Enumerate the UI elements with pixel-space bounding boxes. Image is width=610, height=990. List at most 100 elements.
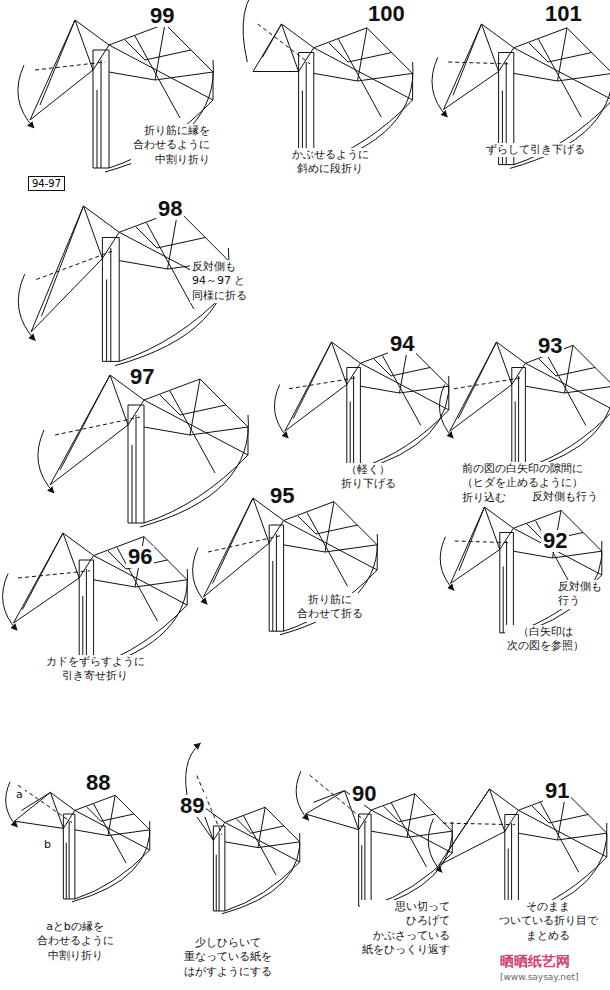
fold-figure (186, 743, 300, 914)
fold-line (66, 843, 67, 899)
fold-line (36, 250, 115, 279)
fold-figure (243, 0, 413, 168)
fold-line (119, 261, 167, 269)
fold-line (459, 507, 485, 571)
fold-figure (432, 24, 610, 168)
fold-line (506, 541, 507, 633)
fold-line (350, 402, 351, 468)
step-instruction: かぶせるように 斜めに段折り (290, 148, 371, 177)
fold-line (102, 238, 119, 362)
step-instruction: 折り筋に 合わせて折る (295, 593, 365, 622)
fold-line (314, 48, 413, 100)
fold-line (18, 571, 90, 578)
fold-line (225, 822, 300, 862)
edge-letter: a (14, 788, 25, 802)
fold-line (225, 842, 258, 848)
fold-line (285, 342, 361, 431)
step-number: 96 (126, 546, 154, 568)
fold-line (18, 785, 72, 822)
fold-line (525, 345, 610, 467)
fold-line (284, 502, 378, 632)
fold-line (444, 24, 514, 110)
fold-line (23, 533, 64, 610)
fold-line (371, 810, 452, 853)
fold-line (55, 417, 140, 435)
fold-line (532, 806, 588, 823)
fold-arrow (439, 385, 453, 439)
fold-line (94, 580, 135, 587)
fold-line (94, 537, 188, 667)
fold-line (490, 789, 505, 832)
step-instruction: 少しひらいて 重なっている紙を はがすようにする (182, 936, 274, 979)
fold-figure (38, 375, 248, 527)
fold-arrow (243, 0, 262, 62)
fold-line (276, 534, 277, 631)
fold-line (84, 206, 103, 259)
fold-line (132, 445, 133, 523)
fold-line (101, 60, 102, 168)
fold-figure (296, 771, 452, 909)
fold-arrow (440, 537, 454, 591)
fold-line (219, 833, 220, 911)
fold-line (347, 368, 361, 468)
fold-line (497, 342, 512, 385)
step-number: 99 (148, 5, 176, 27)
fold-line (485, 507, 500, 550)
fold-arrow (38, 430, 54, 493)
fold-line (144, 400, 248, 455)
fold-line (518, 376, 519, 468)
step-instruction: ずらして引き下げる (484, 143, 587, 157)
step-number: 100 (366, 3, 407, 25)
fold-line (40, 20, 75, 105)
fold-line (22, 792, 51, 810)
step-instruction: （白矢印は 次の図を参照） (505, 625, 586, 654)
fold-line (293, 342, 331, 419)
fold-line (513, 528, 601, 575)
fold-arrow (18, 274, 35, 340)
fold-line (63, 814, 75, 899)
fold-line (482, 24, 499, 72)
fold-line (136, 227, 205, 248)
fold-line (147, 223, 194, 309)
fold-arrow (296, 771, 309, 820)
step-range: 94-97 (32, 178, 61, 189)
fold-line (69, 821, 70, 899)
fold-line (109, 45, 213, 100)
fold-line (518, 833, 557, 840)
fold-arrow (3, 574, 17, 631)
step-range-box: 94-97 (28, 176, 65, 191)
fold-line (539, 359, 595, 376)
fold-line (144, 379, 248, 523)
fold-line (513, 510, 601, 632)
fold-line (289, 378, 357, 389)
fold-figure (6, 782, 150, 902)
fold-figure (439, 342, 610, 471)
fold-line (374, 359, 430, 376)
fold-line (454, 378, 522, 389)
fold-line (75, 20, 93, 70)
fold-arrow (428, 819, 442, 873)
watermark: 晒晒纸艺网 (498, 952, 572, 970)
step-instruction: 折り筋に縁を 合わせるように 中割り折り (131, 124, 212, 167)
fold-line (518, 810, 606, 857)
fold-line (97, 90, 98, 168)
fold-line (213, 498, 254, 584)
fold-line (384, 806, 435, 822)
fold-line (14, 533, 94, 623)
fold-line (361, 845, 362, 906)
fold-line (269, 525, 283, 631)
fold-line (500, 533, 514, 633)
step-number: 88 (84, 772, 112, 794)
fold-line (448, 62, 510, 64)
fold-line (75, 830, 108, 836)
fold-line (329, 43, 392, 62)
fold-line (75, 810, 150, 850)
fold-line (75, 795, 150, 899)
step-instruction: そのまま ついている折り目で まとめる (497, 900, 600, 943)
fold-line (216, 855, 217, 911)
fold-figure (3, 533, 188, 670)
fold-line (213, 826, 225, 911)
fold-line (515, 402, 516, 468)
fold-figure (193, 498, 378, 635)
fold-line (503, 567, 504, 633)
